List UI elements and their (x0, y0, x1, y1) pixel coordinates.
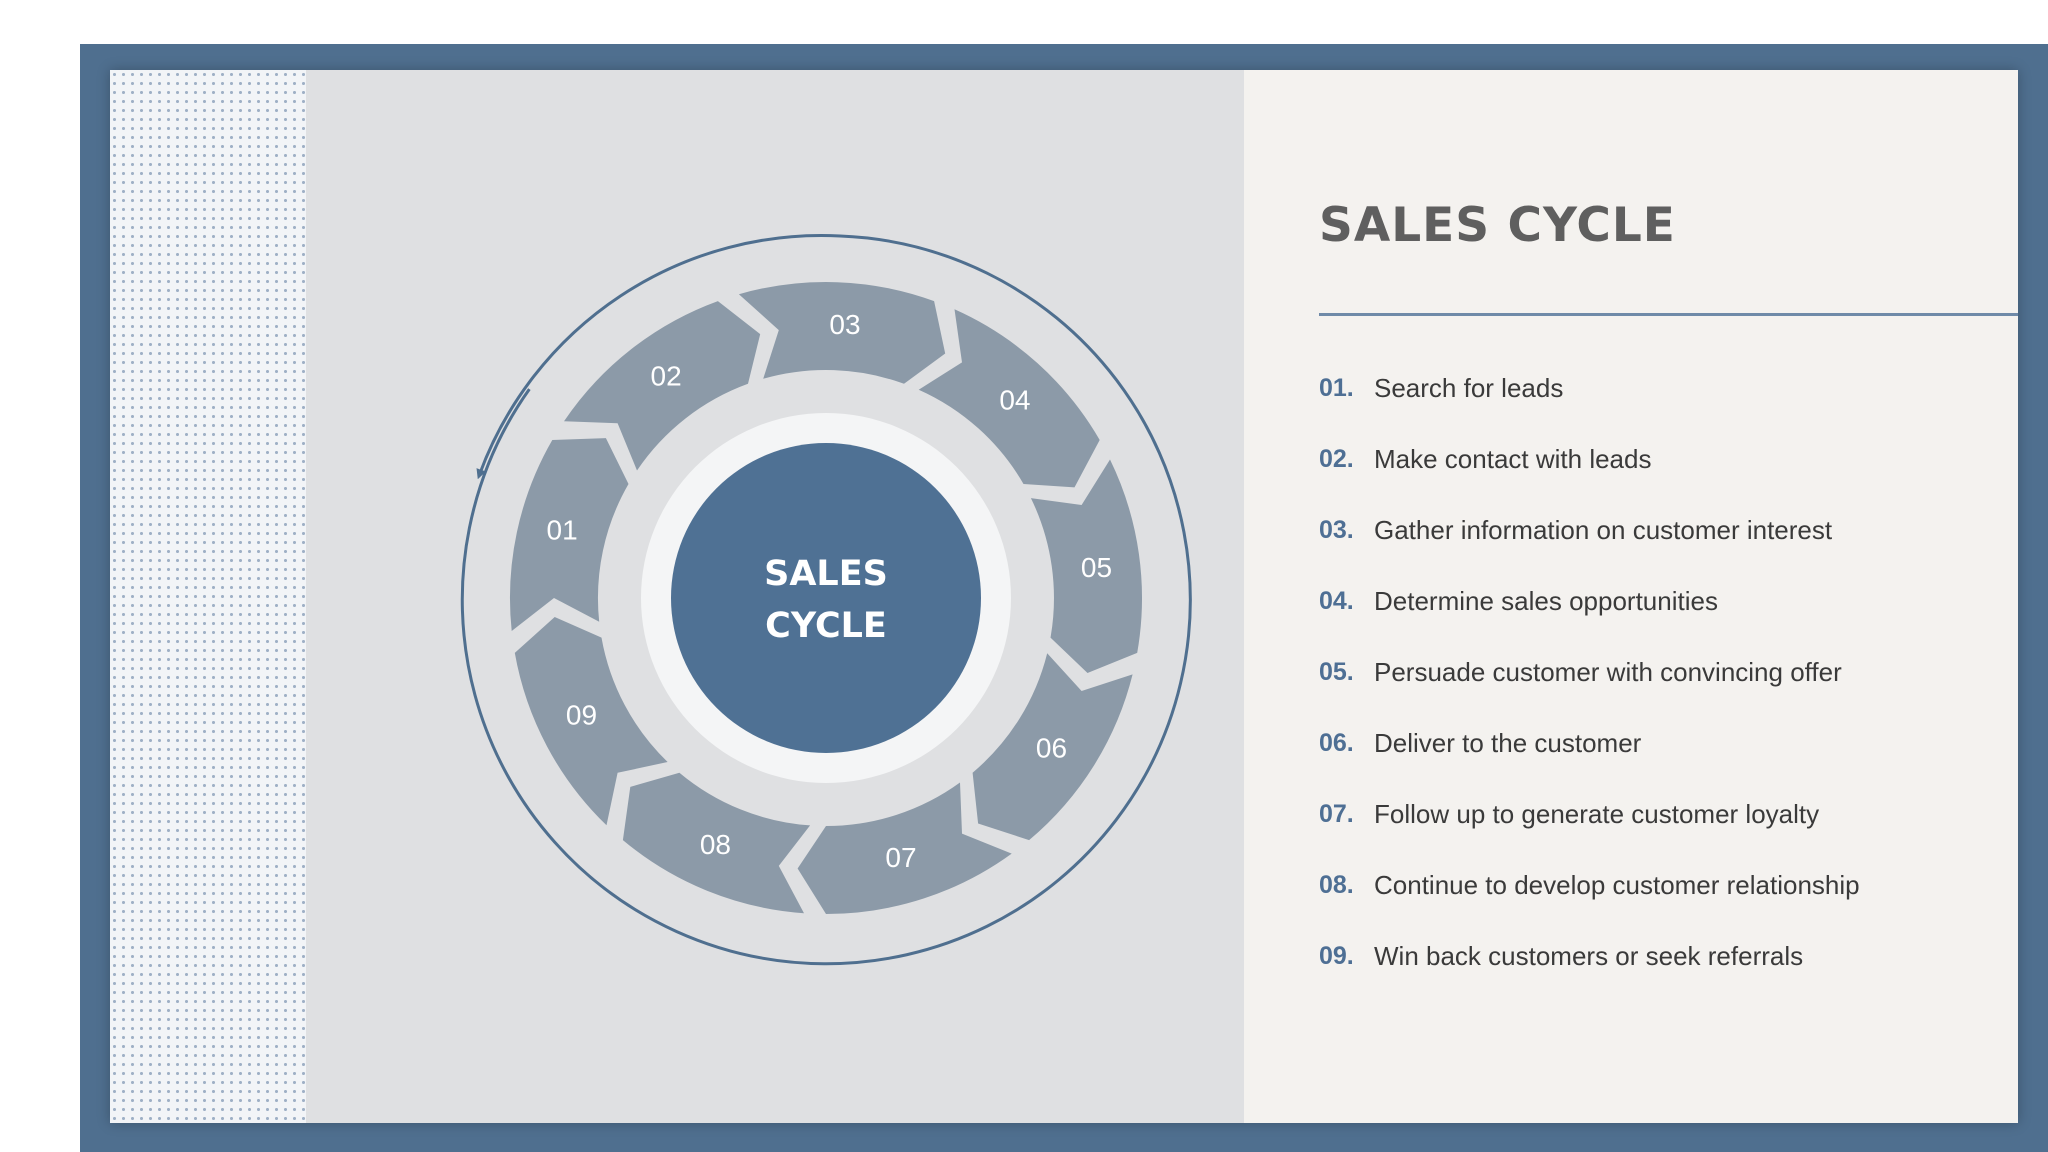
center-label-line1: SALES (764, 554, 888, 594)
step-number: 05. (1319, 658, 1354, 686)
step-item: 02. Make contact with leads (1319, 424, 1860, 495)
center-label-line2: CYCLE (765, 606, 887, 646)
step-number: 06. (1319, 729, 1354, 757)
step-item: 09. Win back customers or seek referrals (1319, 921, 1860, 992)
step-item: 07. Follow up to generate customer loyalt… (1319, 779, 1860, 850)
step-text: Search for leads (1374, 373, 1564, 403)
step-text: Follow up to generate customer loyalty (1374, 799, 1820, 829)
title-divider (1319, 313, 2018, 316)
steps-list: 01. Search for leads 02. Make contact with… (1319, 353, 1860, 992)
slide-title: SALES CYCLE (1319, 198, 1676, 253)
step-text: Determine sales opportunities (1374, 586, 1718, 616)
step-text: Persuade customer with convincing offer (1374, 657, 1842, 687)
slide: 01 02 03 04 05 06 07 08 09 SALES CYCLE SALES CYC… (110, 70, 2018, 1123)
step-item: 05. Persuade customer with convincing off… (1319, 637, 1860, 708)
cycle-segments: 01 02 03 04 05 06 07 08 09 (509, 281, 1142, 914)
cycle-segment (738, 281, 946, 384)
step-item: 01. Search for leads (1319, 353, 1860, 424)
cycle-segment (509, 438, 629, 631)
diagram-panel: 01 02 03 04 05 06 07 08 09 SALES CYCLE (306, 70, 1244, 1123)
cycle-segment-label: 08 (700, 829, 731, 860)
step-number: 04. (1319, 587, 1354, 615)
step-item: 08. Continue to develop customer relation… (1319, 850, 1860, 921)
cycle-segment-label: 07 (885, 842, 916, 873)
cycle-segment-label: 03 (829, 309, 860, 340)
step-number: 08. (1319, 871, 1354, 899)
step-text: Win back customers or seek referrals (1374, 941, 1804, 971)
cycle-segment-label: 02 (651, 360, 682, 391)
step-item: 06. Deliver to the customer (1319, 708, 1860, 779)
cycle-segment (797, 782, 1012, 914)
cycle-diagram: 01 02 03 04 05 06 07 08 09 SALES CYCLE (460, 234, 1192, 966)
steps-panel: SALES CYCLE 01. Search for leads 02. Make … (1244, 70, 2018, 1123)
cycle-segment-label: 09 (566, 700, 597, 731)
step-text: Deliver to the customer (1374, 728, 1642, 758)
step-number: 02. (1319, 445, 1354, 473)
cycle-arrow (460, 234, 1192, 966)
cycle-segment (972, 653, 1133, 841)
step-number: 09. (1319, 942, 1354, 970)
cycle-segment-label: 05 (1081, 552, 1112, 583)
dotted-pattern-strip (110, 70, 306, 1123)
cycle-segment-label: 04 (999, 385, 1030, 416)
cycle-segment (622, 772, 811, 914)
cycle-segment-label: 01 (547, 515, 578, 546)
cycle-segment (514, 617, 668, 826)
cycle-segment (918, 309, 1100, 488)
step-number: 07. (1319, 800, 1354, 828)
step-number: 01. (1319, 374, 1354, 402)
step-text: Continue to develop customer relationshi… (1374, 870, 1860, 900)
step-number: 03. (1319, 516, 1354, 544)
step-text: Make contact with leads (1374, 444, 1652, 474)
step-item: 04. Determine sales opportunities (1319, 566, 1860, 637)
cycle-segment (564, 301, 761, 471)
cycle-segment-label: 06 (1036, 732, 1067, 763)
step-item: 03. Gather information on customer intere… (1319, 495, 1860, 566)
cycle-segment (1030, 459, 1142, 673)
step-text: Gather information on customer interest (1374, 515, 1833, 545)
center-circle (671, 443, 981, 753)
